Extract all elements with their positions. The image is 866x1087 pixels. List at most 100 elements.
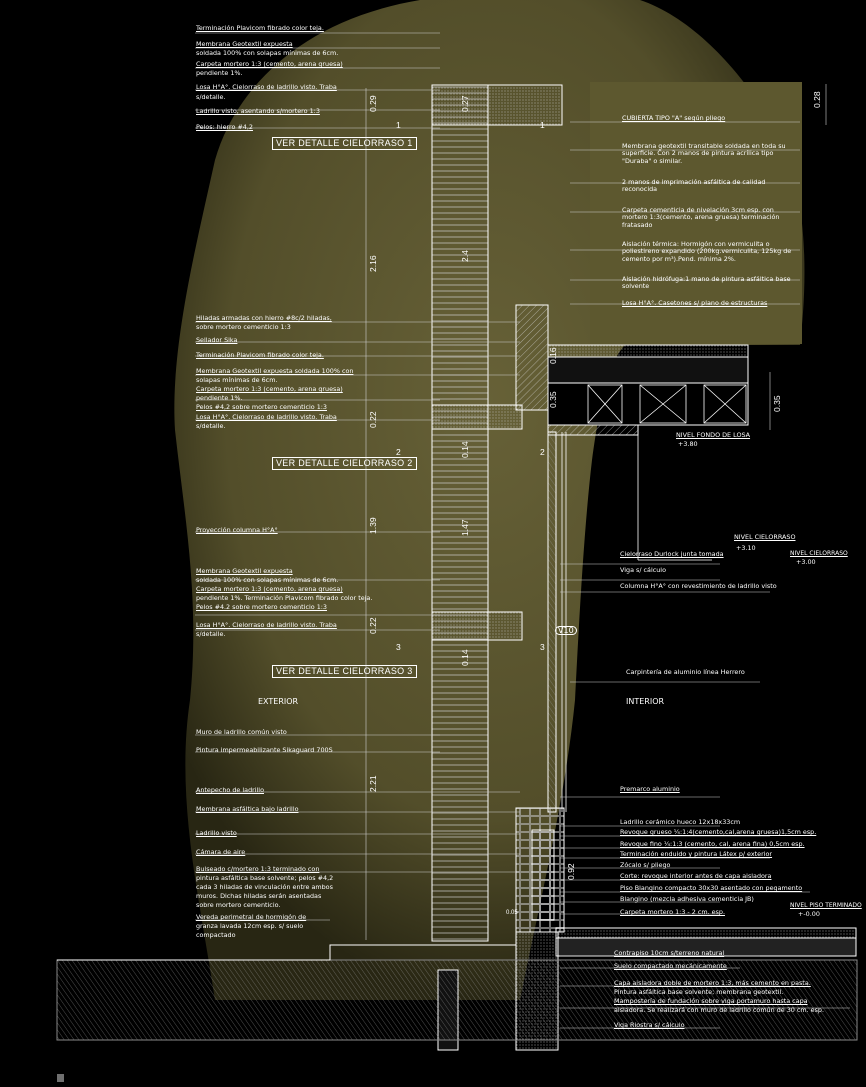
level-cielorraso-2-value: +3.00 [796, 558, 816, 566]
callout-ladrillo-1: Ladrillo visto, asentando s/mortero 1:3 [196, 107, 320, 115]
detail-box-3-num: 3 [407, 666, 413, 676]
detail-box-1-num: 1 [407, 138, 413, 148]
dim-0-14-a: 0.14 [460, 441, 470, 458]
dim-0-16: 0.16 [548, 347, 558, 364]
callout-pelos-3: Pelos #4.2 sobre mortero cementicio 1:3 [196, 603, 327, 611]
dim-2-21: 2.21 [368, 775, 378, 792]
dim-0-27: 0.27 [460, 95, 470, 112]
callout-losa-casetones: Losa H°A°. Casetones s/ plano de estruct… [622, 299, 768, 307]
dim-0-29: 0.29 [368, 95, 378, 112]
level-cielorraso-2: NIVEL CIELORRASO [790, 550, 848, 557]
floor-finish [555, 927, 857, 939]
lower-slab [431, 611, 523, 641]
callout-vereda-c: compactado [196, 931, 236, 939]
callout-membrana-asfaltica: Membrana asfáltica bajo ladrillo [196, 805, 299, 813]
callout-capa-aisladora: Capa aisladora doble de mortero 1:3, más… [614, 979, 811, 987]
callout-ladrillo-ceramico: Ladrillo cerámico hueco 12x18x33cm [620, 818, 741, 826]
callout-viga-riostra: Viga Riostra s/ cálculo [614, 1021, 685, 1029]
top-slab [431, 84, 563, 126]
callout-aislacion-hidrofuga: Aislación hidrófuga:1 mano de pintura as… [622, 275, 791, 291]
callout-carpeta-3: Carpeta mortero 1:3 (cemento, arena grue… [196, 585, 343, 593]
dim-2-16: 2.16 [368, 255, 378, 272]
callout-membrana-2: Membrana Geotextil expuesta soldada 100%… [196, 367, 354, 375]
callout-losa-2b: s/detalle. [196, 422, 226, 430]
callout-hiladas-b: sobre mortero cementicio 1:3 [196, 323, 291, 331]
callout-membrana-1b: soldada 100% con solapas mínimas de 6cm. [196, 49, 339, 57]
callout-terminacion-1: Terminación Plavicom fibrado color teja. [196, 24, 324, 32]
callout-zocalo: Zócalo s/ pliego [620, 861, 671, 869]
detail-box-2: VER DETALLE CIELORRASO 2 [272, 457, 417, 470]
callout-ladrillo-visto: Ladrillo visto [196, 829, 237, 837]
detail-box-2-num: 2 [407, 458, 413, 468]
ref-2b: 2 [540, 447, 545, 457]
dim-0-05: 0.05 [506, 910, 518, 916]
callout-mamposteria-b: aisladora. Se realizará con muro de ladr… [614, 1006, 825, 1014]
callout-corte-revoque: Corte: revoque interior antes de capa ai… [620, 872, 772, 880]
level-cielorraso-1-value: +3.10 [736, 544, 756, 552]
callout-membrana-1: Membrana Geotextil expuesta [196, 40, 293, 48]
callout-pintura-asfaltica: Pintura asfáltica base solvente; membran… [614, 988, 784, 996]
ref-3b: 3 [540, 642, 545, 652]
callout-carpeta-cementicia: Carpeta cementicia de nivelación 3cm esp… [622, 206, 780, 229]
callout-proyeccion: Proyección columna H°A° [196, 526, 278, 534]
callout-bulseado-b: pintura asfáltica base solvente; pelos #… [196, 874, 334, 882]
mid-slab [431, 404, 523, 430]
callout-membrana-3: Membrana Geotextil expuesta [196, 567, 293, 575]
detail-box-1-text: VER DETALLE CIELORRASO [276, 138, 405, 148]
level-piso-terminado: NIVEL PISO TERMINADO [790, 902, 862, 909]
callout-hiladas: Hiladas armadas con hierro #8c/2 hiladas… [196, 314, 332, 322]
callout-pintura: Pintura impermeabilizante Sikaguard 700S [196, 746, 333, 754]
exterior-wall [431, 84, 489, 942]
leaders-left [195, 32, 520, 940]
right-panel-highlight [590, 82, 802, 344]
callout-muro: Muro de ladrillo común visto [196, 728, 287, 736]
level-piso-terminado-value: +-0.00 [798, 910, 820, 918]
callout-terminacion-2: Terminación Plavicom fibrado color teja. [196, 351, 324, 359]
dim-1-47: 1.47 [460, 519, 470, 536]
footer-mark [57, 1074, 64, 1082]
casetones [587, 384, 747, 424]
callout-carpeta-1b: pendiente 1%. [196, 69, 243, 77]
callout-antepecho: Antepecho de ladrillo [196, 786, 264, 794]
ref-1b: 1 [540, 120, 545, 130]
callout-cubierta: CUBIERTA TIPO "A" según pliego [622, 114, 726, 122]
callout-revoque-fino: Revoque fino ¼:1:3 (cemento, cal, arena … [620, 840, 805, 848]
callout-vereda: Vereda perimetral de hormigón de [196, 913, 307, 921]
callout-losa-1b: s/detalle. [196, 93, 226, 101]
callout-bulseado-c: cada 3 hiladas de vinculación entre ambo… [196, 883, 333, 891]
callout-carpeta-mortero: Carpeta mortero 1:3 - 2 cm. esp. [620, 908, 725, 916]
callout-blangino-mezcla: Blangino (mezcla adhesiva cementicia JB) [620, 895, 754, 903]
callout-membrana-geotextil: Membrana geotextil transitable soldada e… [622, 142, 786, 165]
leaders-right [560, 84, 850, 1029]
callout-losa-3: Losa H°A°. Cielorraso de ladrillo visto.… [196, 621, 337, 629]
callout-bulseado: Bulseado c/mortero 1:3 terminado con [196, 865, 320, 873]
ref-2a: 2 [396, 447, 401, 457]
roof-slab [515, 304, 549, 411]
callout-premarco: Premarco aluminio [620, 785, 680, 793]
callout-sellador: Sellador Sika [196, 336, 238, 344]
dim-0-35-a: 0.35 [548, 391, 558, 408]
detail-box-3-text: VER DETALLE CIELORRASO [276, 666, 405, 676]
dim-0-35-b: 0.35 [772, 395, 782, 412]
callout-mamposteria: Mampostería de fundación sobre viga port… [614, 997, 808, 1005]
callout-membrana-3b: soldada 100% con solapas mínimas de 6cm. [196, 576, 339, 584]
callout-losa-1: Losa H°A°. Cielorraso de ladrillo visto.… [196, 83, 337, 91]
detail-box-1: VER DETALLE CIELORRASO 1 [272, 137, 417, 150]
callout-cielorraso-durlock: Cielorraso Durlock junta tomada [620, 550, 724, 558]
callout-carpeta-1: Carpeta mortero 1:3 (cemento, arena grue… [196, 60, 343, 68]
level-fondo-losa-value: +3.80 [678, 440, 698, 448]
callout-viga: Viga s/ cálculo [620, 566, 666, 574]
detail-box-3: VER DETALLE CIELORRASO 3 [272, 665, 417, 678]
callout-vereda-b: granza lavada 12cm esp. s/ suelo [196, 922, 304, 930]
callout-pelos-2: Pelos #4,2 sobre mortero cementicio 1:3 [196, 403, 327, 411]
dim-0-22-a: 0.22 [368, 411, 378, 428]
callout-carpeta-3b: pendiente 1%. Terminación Plavicom fibra… [196, 594, 373, 602]
callout-carpeta-2: Carpeta mortero 1:3 (cemento, arena grue… [196, 385, 343, 393]
column [547, 431, 557, 813]
callout-terminacion-enduido: Terminación enduido y pintura Látex p/ e… [620, 850, 773, 858]
level-fondo-losa: NIVEL FONDO DE LOSA [676, 431, 751, 439]
callout-losa-2: Losa H°A°. Cielorraso de ladrillo visto.… [196, 413, 337, 421]
zone-interior: INTERIOR [626, 697, 665, 706]
callout-columna: Columna H°A° con revestimiento de ladril… [620, 582, 777, 590]
